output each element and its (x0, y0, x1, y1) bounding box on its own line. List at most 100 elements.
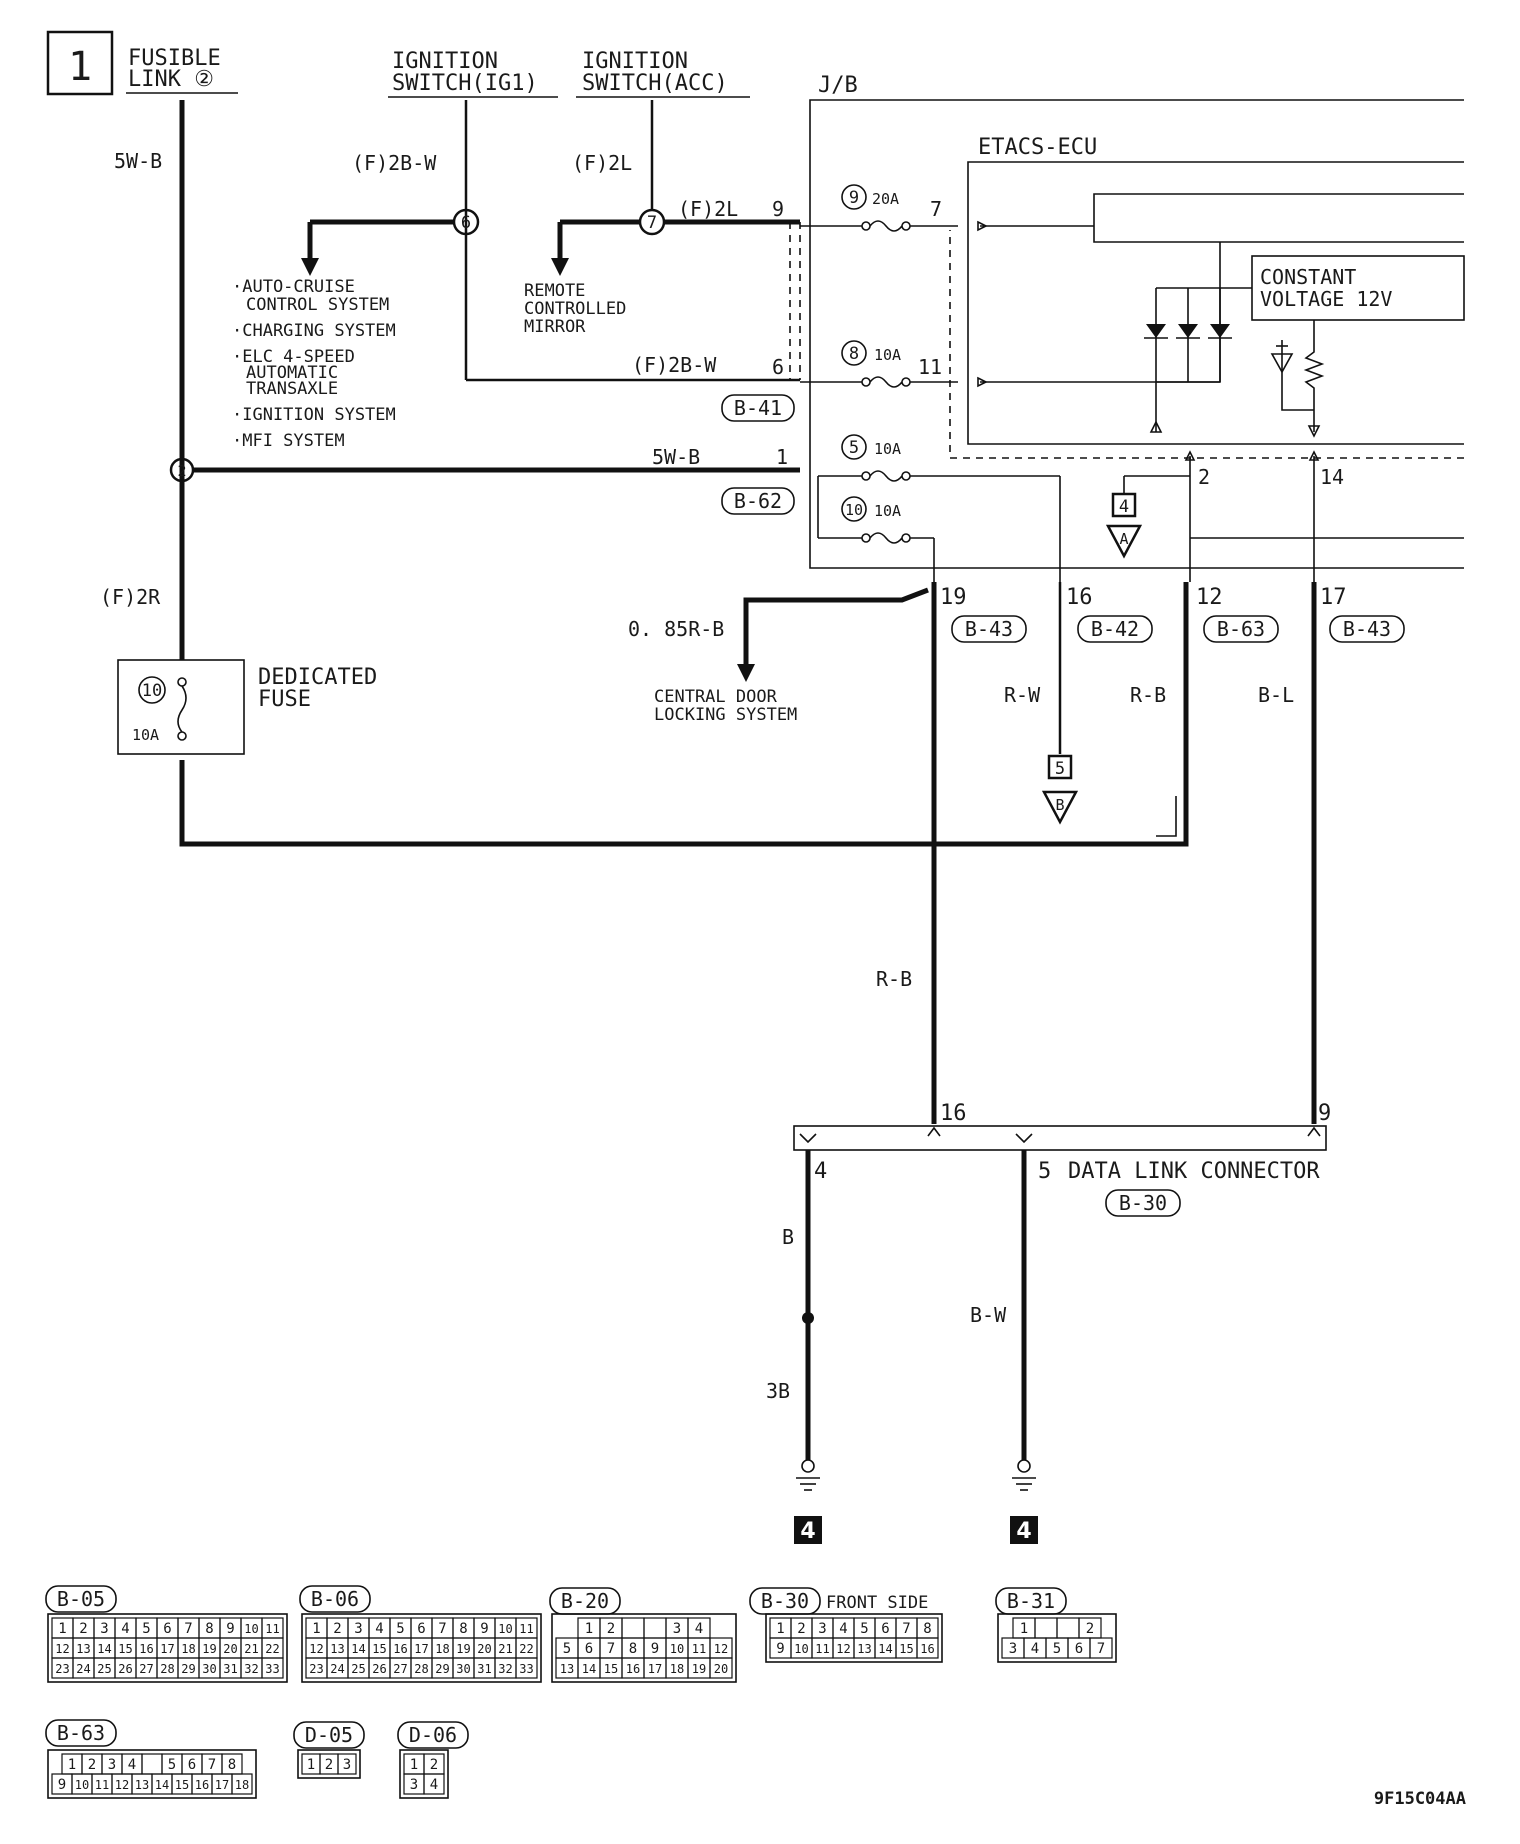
connector-pin-number: 9 (776, 1641, 784, 1657)
ref-5-box (1047, 754, 1073, 780)
connector-pin-number: 3 (1009, 1641, 1017, 1657)
connector-pin-number: 4 (430, 1777, 438, 1793)
connector-tag (45, 1719, 117, 1747)
connector-pin-number: 17 (414, 1642, 428, 1656)
ground-symbol-1 (796, 1459, 820, 1491)
connector-pin-number: 5 (168, 1757, 176, 1773)
connector-pin-number: 4 (128, 1757, 136, 1773)
connector-pin-number: 22 (519, 1642, 533, 1656)
connector-pin-number: 27 (139, 1662, 153, 1676)
connector-pin-number: 21 (244, 1642, 258, 1656)
connector-pin-number: 23 (55, 1662, 69, 1676)
connector-pin-cell (643, 1617, 667, 1639)
connector-id: B-20 (561, 1589, 609, 1613)
ig1-system-5: AUTOMATIC (246, 363, 338, 383)
ign-acc-label-1: IGNITION (582, 49, 688, 74)
connector-pin-number: 1 (776, 1621, 784, 1637)
connector-pin-number: 14 (582, 1662, 596, 1676)
connector-pin-cell (709, 1657, 733, 1679)
ref-a-label: A (1119, 530, 1128, 548)
connector-pin-number: 4 (1031, 1641, 1039, 1657)
connector-pin-number: 1 (68, 1757, 76, 1773)
connector-pin-number: 6 (417, 1621, 425, 1637)
connector-pin-number: 33 (519, 1662, 533, 1676)
connector-pin-number: 19 (692, 1662, 706, 1676)
fuse9-term-right (901, 221, 911, 231)
fuse10-term-left (861, 533, 871, 543)
pin2-arrow (1184, 450, 1196, 461)
connector-pin-number: 12 (836, 1642, 850, 1656)
constant-voltage-2: VOLTAGE 12V (1260, 287, 1392, 311)
pin-17: 17 (1320, 585, 1347, 610)
connector-pin-number: 3 (108, 1757, 116, 1773)
connector-pin-number: 18 (181, 1642, 195, 1656)
connector-pin-number: 22 (265, 1642, 279, 1656)
connector-pin-number: 7 (902, 1621, 910, 1637)
ign-acc-label-2: SWITCH(ACC) (582, 71, 728, 96)
connector-pin-cell (141, 1753, 163, 1775)
connector-pin-number: 29 (181, 1662, 195, 1676)
dlc-pin-4: 4 (814, 1159, 827, 1184)
connector-tag (397, 1721, 469, 1749)
connector-pin-number: 28 (414, 1662, 428, 1676)
dedicated-fuse-label-1: DEDICATED (258, 665, 377, 690)
ref-5-label: 5 (1055, 759, 1065, 779)
connector-housing (551, 1613, 737, 1683)
connector-pin-number: 1 (312, 1621, 320, 1637)
connector-pin-number: 26 (118, 1662, 132, 1676)
wire-f2l-mid: (F)2L (678, 197, 738, 221)
connector-pin-number: 2 (607, 1621, 615, 1637)
connector-pin-number: 13 (857, 1642, 871, 1656)
fuse5-rating: 10A (874, 440, 901, 458)
fuse8-term-right (901, 377, 911, 387)
dedicated-fuse-num: 10 (142, 681, 162, 701)
dlc-pin9-mark (1307, 1126, 1321, 1137)
connector-pin-number: 12 (309, 1642, 323, 1656)
ecu-input-11 (980, 242, 1221, 383)
connector-pin-number: 7 (438, 1621, 446, 1637)
connector-pin-number: 16 (920, 1642, 934, 1656)
conn-tag-b41 (721, 394, 795, 422)
dlc-conn-tag-label: B-30 (1119, 1191, 1167, 1215)
connector-pin-number: 11 (519, 1622, 533, 1636)
dlc-pin16-mark (927, 1126, 941, 1137)
ecu-label: ETACS-ECU (978, 135, 1097, 160)
dedicated-fuse-box (117, 659, 245, 755)
connector-pin-number: 17 (160, 1642, 174, 1656)
connector-pin-number: 1 (1020, 1621, 1028, 1637)
connector-pin-number: 16 (139, 1642, 153, 1656)
connector-pin-cell (515, 1657, 538, 1679)
connector-pin-number: 8 (629, 1641, 637, 1657)
conn-tag-b43b (1329, 615, 1405, 643)
connector-pin-number: 7 (184, 1621, 192, 1637)
conn-tag-b42-label: B-42 (1091, 617, 1139, 641)
wire-bl: B-L (1258, 683, 1294, 707)
connector-pin-number: 13 (135, 1778, 149, 1792)
ref-b-label: B (1055, 796, 1064, 814)
connector-tag (45, 1585, 117, 1613)
connector-pin-number: 3 (410, 1777, 418, 1793)
connector-pin-cell (261, 1657, 284, 1679)
central-door-2: LOCKING SYSTEM (654, 705, 797, 725)
connector-pin-number: 12 (115, 1778, 129, 1792)
connector-pin-cell (423, 1773, 445, 1795)
fuse5-badge (841, 434, 867, 460)
jb-pin-9: 9 (772, 197, 784, 221)
connector-pin-number: 15 (604, 1662, 618, 1676)
acc-branch-arrow (551, 258, 569, 276)
connector-pin-number: 5 (1053, 1641, 1061, 1657)
fuse5-num: 5 (849, 438, 859, 458)
wire-085rb: 0. 85R-B (628, 617, 724, 641)
fuse5-element (869, 470, 903, 482)
connector-pin-number: 16 (626, 1662, 640, 1676)
connector-pin-number: 17 (648, 1662, 662, 1676)
ecu-input-7-tri (977, 220, 988, 232)
connector-pin-number: 15 (175, 1778, 189, 1792)
ground-splice (802, 1312, 814, 1324)
fuse8-num: 8 (849, 344, 859, 364)
wire-rw: R-W (1004, 683, 1041, 707)
connector-pin-number: 16 (393, 1642, 407, 1656)
conn-tag-b43a-label: B-43 (965, 617, 1013, 641)
